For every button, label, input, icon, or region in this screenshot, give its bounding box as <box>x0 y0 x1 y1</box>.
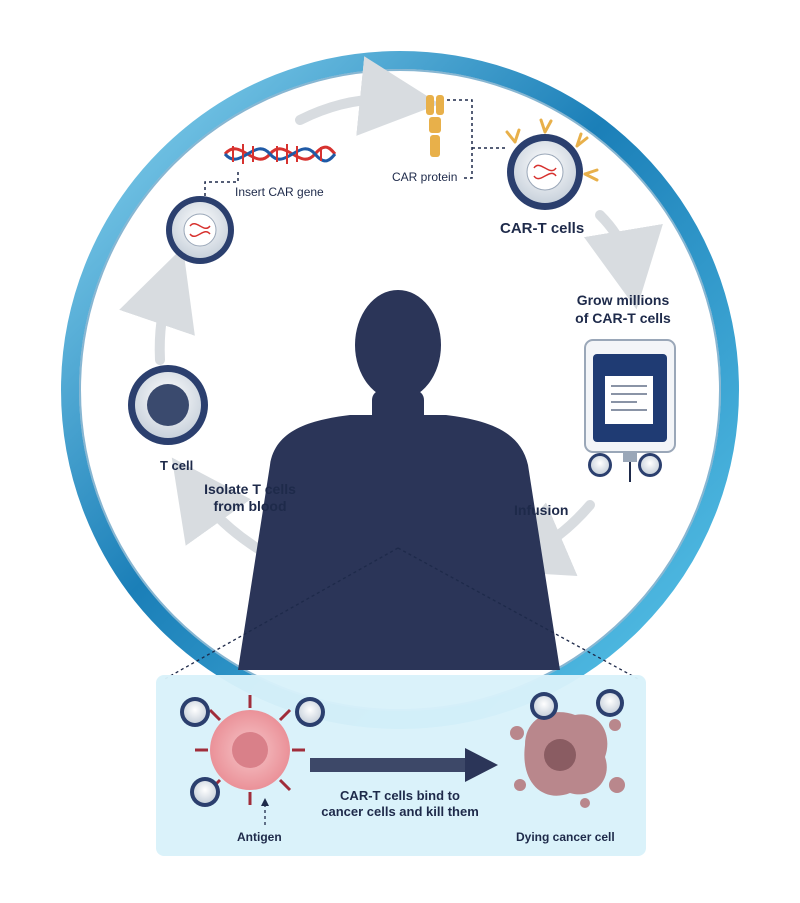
cancer-cell-icon <box>195 695 305 805</box>
label-infusion: Infusion <box>514 502 569 518</box>
arrow-icon <box>583 210 663 310</box>
arrow-icon <box>295 56 440 136</box>
dying-cancer-cell-icon <box>510 712 625 808</box>
label-grow-line2: of CAR-T cells <box>575 310 671 326</box>
label-dying-cancer-cell: Dying cancer cell <box>516 830 615 844</box>
label-antigen: Antigen <box>237 830 282 844</box>
car-t-cell-icon <box>505 118 599 210</box>
dna-icon <box>223 144 337 164</box>
label-car-protein: CAR protein <box>392 170 458 184</box>
label-t-cell: T cell <box>160 458 194 473</box>
arrow-icon <box>310 748 498 782</box>
car-t-cell-icon <box>588 453 612 477</box>
arrow-icon <box>119 247 195 365</box>
infusion-bag-icon <box>584 339 676 482</box>
t-cell-icon <box>128 365 208 445</box>
label-bind-line1: CAR-T cells bind to <box>340 788 460 803</box>
label-car-t-cells: CAR-T cells <box>500 220 585 237</box>
t-cell-with-gene-icon <box>166 196 234 264</box>
arrow-icon <box>171 457 265 555</box>
label-isolate-line2: from blood <box>213 498 287 514</box>
zoom-lines <box>162 547 641 681</box>
car-protein-icon <box>426 95 444 157</box>
car-t-cell-icon <box>180 697 210 727</box>
car-t-cell-icon <box>638 453 662 477</box>
car-t-cell-icon <box>596 689 624 717</box>
human-silhouette <box>238 290 560 670</box>
label-bind-line2: cancer cells and kill them <box>321 804 479 819</box>
label-insert-car-gene: Insert CAR gene <box>235 185 324 199</box>
car-t-cell-icon <box>530 692 558 720</box>
car-t-cell-icon <box>295 697 325 727</box>
label-isolate-line1: Isolate T cells <box>204 481 296 497</box>
label-grow-line1: Grow millions <box>576 292 670 308</box>
car-t-cell-icon <box>190 777 220 807</box>
